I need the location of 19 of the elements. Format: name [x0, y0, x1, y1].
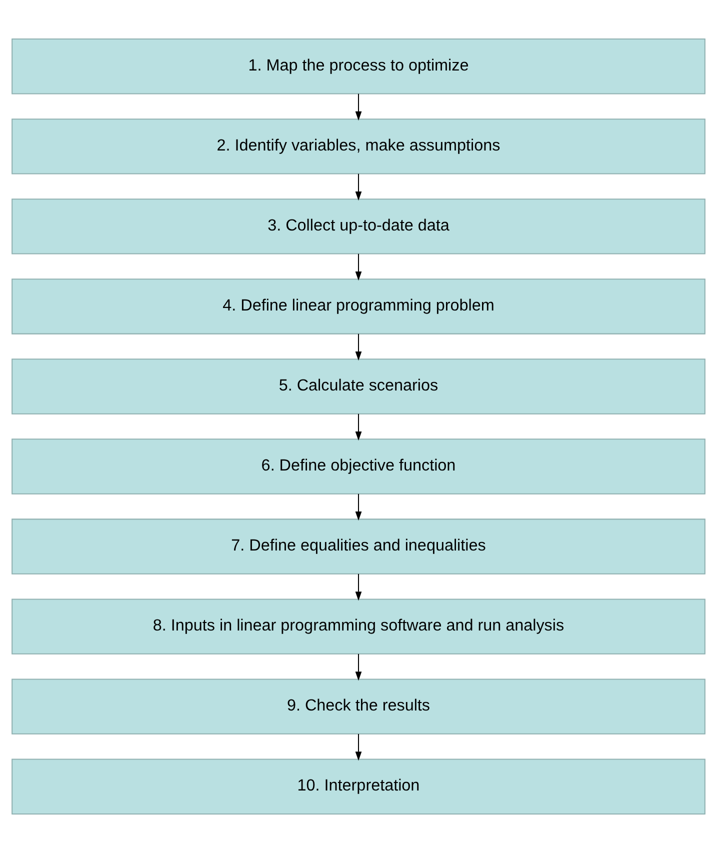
arrow — [355, 734, 362, 760]
node-box: 7. Define equalities and inequalities — [12, 518, 706, 574]
node-box: 4. Define linear programming problem — [12, 278, 706, 334]
arrow — [355, 333, 362, 360]
arrow — [355, 413, 362, 440]
arrow — [355, 93, 362, 120]
node-box: 3. Collect up-to-date data — [12, 198, 706, 254]
node-box: 8. Inputs in linear programming software and run analysis — [12, 598, 706, 654]
node-box: 6. Define objective function — [12, 438, 706, 494]
node-box: 2. Identify variables, make assumptions — [12, 118, 706, 174]
node-box: 5. Calculate scenarios — [12, 358, 706, 414]
arrow — [355, 653, 362, 680]
arrow — [355, 253, 362, 280]
node-box: 10. Interpretation — [12, 758, 706, 814]
node-box: 1. Map the process to optimize — [12, 38, 706, 94]
arrow — [355, 573, 362, 600]
arrow — [355, 173, 362, 200]
arrow — [355, 493, 362, 520]
node-box: 9. Check the results — [12, 678, 706, 734]
